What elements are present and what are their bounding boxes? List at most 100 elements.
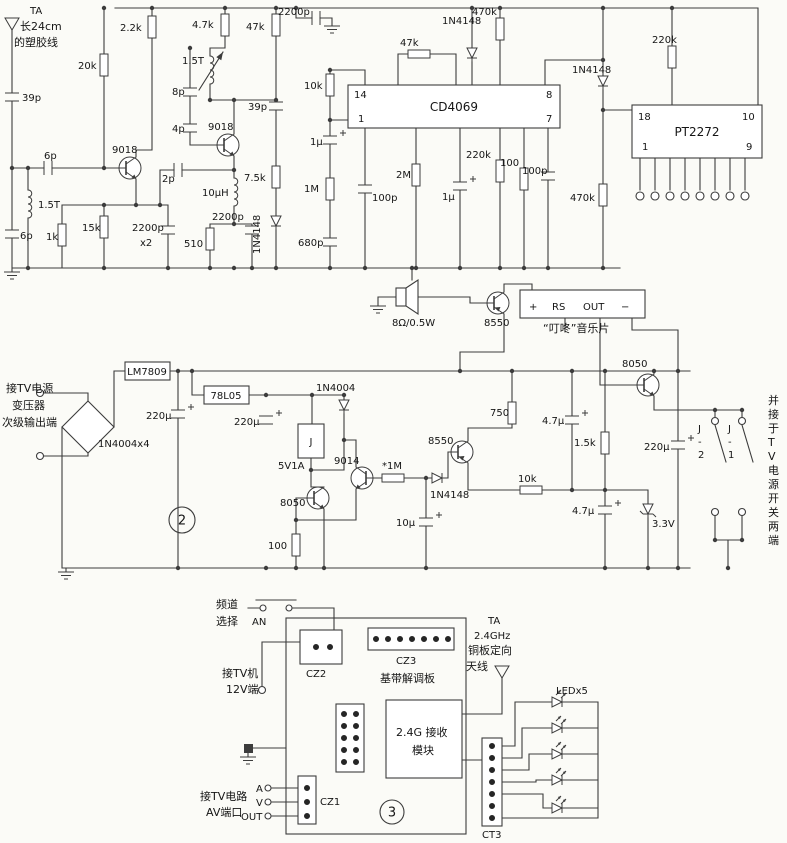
component-label: 18	[638, 112, 651, 123]
component-label: 2200p	[212, 212, 244, 223]
component-label: 9	[746, 142, 752, 153]
diode-1n4148-top	[466, 47, 478, 63]
component-label: 510	[184, 239, 203, 250]
music-chip-box	[519, 289, 646, 319]
ic-pt2272-box	[631, 104, 763, 159]
component-label: 47k	[400, 38, 419, 49]
regulator-78l05-box	[203, 385, 250, 405]
diode-1n4148-right	[597, 75, 609, 91]
component-label: 9018	[112, 145, 137, 156]
cap-4.7u-2	[597, 499, 622, 515]
ground-icon	[323, 25, 341, 34]
resistor-470k-top	[495, 17, 505, 41]
component-label: 铜板定向	[468, 643, 512, 657]
component-label: PT2272	[674, 125, 719, 139]
resistor-470k-right	[598, 183, 608, 207]
component-label: J-2	[697, 424, 704, 461]
component-label: 680p	[298, 238, 323, 249]
component-label: AV端口	[206, 806, 242, 819]
cap-8p	[182, 87, 198, 97]
component-label: 9018	[208, 122, 233, 133]
component-label: 1	[358, 114, 364, 125]
component-label: 4.7μ	[542, 416, 565, 427]
zener-3.3v	[639, 503, 657, 519]
resistor-15k	[99, 215, 109, 239]
cap-6p-bottom	[4, 229, 20, 239]
component-label: 8Ω/0.5W	[392, 318, 435, 329]
coil-10uh	[233, 177, 239, 207]
component-label: 78L05	[210, 391, 241, 402]
resistor-2.2k	[147, 15, 157, 39]
component-label: 47k	[246, 22, 265, 33]
resistor-2m	[411, 163, 421, 187]
cap-2p	[173, 162, 183, 178]
cap-6p-series	[43, 160, 53, 176]
component-label: 6p	[44, 151, 57, 162]
component-label: 20k	[78, 61, 97, 72]
component-label: 10k	[304, 81, 323, 92]
component-label: RS	[552, 302, 565, 313]
ground-icon	[3, 271, 21, 280]
component-label: 470k	[570, 193, 595, 204]
component-label: 4.7μ	[572, 506, 595, 517]
junction-dots	[9, 5, 745, 571]
component-label: 8p	[172, 87, 185, 98]
component-label: 10	[742, 112, 755, 123]
cap-220u-3	[670, 434, 695, 450]
component-label: 39p	[248, 102, 267, 113]
relay-contact-blades	[714, 424, 754, 463]
component-label: 220μ	[644, 442, 670, 453]
resistor-4.7k	[220, 13, 230, 37]
speaker-icon	[395, 287, 407, 307]
component-label: CT3	[482, 830, 501, 841]
component-label: 8550	[484, 318, 509, 329]
cap-680p	[322, 237, 338, 247]
transistor-8050-psu	[306, 486, 330, 510]
resistor-1m	[325, 177, 335, 201]
component-label: 接TV电源	[6, 381, 53, 395]
component-label: 4p	[172, 124, 185, 135]
component-label: 的塑胶线	[14, 35, 58, 49]
component-label: 2200p	[278, 7, 310, 18]
component-label: “叮咚”音乐片	[543, 321, 609, 335]
section-marker-number: 3	[388, 806, 396, 821]
component-label: 1M	[304, 184, 319, 195]
component-label: 7	[546, 114, 552, 125]
coil-1.5t-left	[27, 189, 33, 219]
component-label: 1.5T	[182, 56, 205, 67]
resistor-1k	[57, 223, 67, 247]
component-label: 次级输出端	[2, 415, 57, 429]
component-label: 15k	[82, 223, 101, 234]
led-3	[551, 741, 567, 760]
component-label: 基带解调板	[380, 671, 435, 685]
section-marker-circle	[379, 799, 405, 825]
component-label: 10k	[518, 474, 537, 485]
power-terminal-pad	[244, 744, 253, 753]
component-label: 10μ	[396, 518, 416, 529]
component-label: 1k	[46, 232, 58, 243]
resistor-10k-psu	[519, 485, 543, 495]
component-label: 7.5k	[244, 173, 266, 184]
cap-2200p-top	[311, 10, 321, 26]
wires-power-section	[43, 370, 754, 572]
component-label: 100	[500, 158, 519, 169]
ground-icon	[369, 305, 387, 314]
component-label: 1N4148	[252, 215, 263, 254]
component-label: 2.2k	[120, 23, 142, 34]
component-label: 1.5T	[38, 200, 61, 211]
cap-220u-2	[258, 409, 283, 425]
module-connector-box	[335, 703, 365, 773]
component-label: 5V1A	[278, 461, 305, 472]
component-label: −	[621, 302, 629, 313]
component-label: OUT	[583, 302, 605, 313]
resistor-750	[507, 401, 517, 425]
component-label: LEDx5	[556, 686, 588, 697]
rf-module-box	[385, 699, 463, 779]
component-label: 1N4148	[430, 490, 469, 501]
component-label: 220k	[466, 150, 491, 161]
connector-pin-dots	[304, 636, 496, 821]
component-label: 模块	[412, 744, 434, 757]
cap-10u	[418, 511, 443, 527]
component-label: +	[529, 302, 537, 313]
component-label: 1N4148	[442, 16, 481, 27]
